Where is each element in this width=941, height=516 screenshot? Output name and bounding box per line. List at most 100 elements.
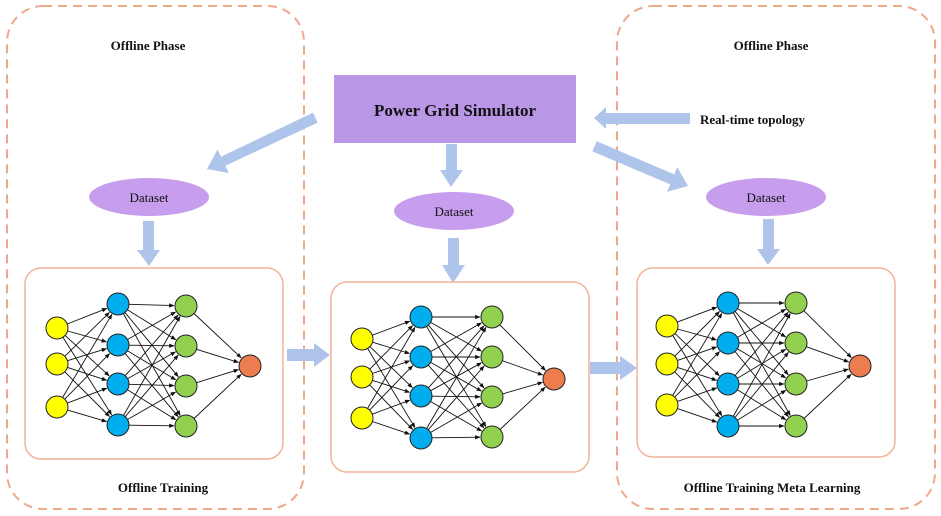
network-connection — [372, 360, 411, 374]
network-connection — [124, 312, 179, 378]
hidden2-node — [480, 425, 504, 449]
network-connection — [124, 314, 179, 376]
network-connection — [128, 303, 175, 308]
network-connection — [128, 423, 175, 428]
hidden2-node — [480, 385, 504, 409]
network-edges — [367, 314, 546, 440]
network-connection — [127, 351, 176, 379]
network-connection — [672, 335, 723, 417]
center-neural-network — [350, 305, 566, 450]
network-connection — [123, 313, 181, 416]
real-time-topology-label: Real-time topology — [700, 112, 806, 127]
right-dataset-label: Dataset — [747, 190, 786, 205]
network-connection — [428, 325, 485, 389]
hidden2-node — [174, 334, 198, 358]
input-node — [45, 395, 69, 419]
network-connection — [677, 346, 718, 361]
network-connection — [674, 311, 720, 357]
left-dataset-label: Dataset — [130, 190, 169, 205]
input-node — [350, 406, 374, 430]
left-phase-title: Offline Phase — [111, 38, 186, 53]
hidden2-node — [174, 374, 198, 398]
input-node — [350, 327, 374, 351]
network-connection — [737, 389, 787, 421]
network-connection — [127, 309, 177, 341]
network-connection — [128, 383, 175, 388]
network-connection — [803, 310, 852, 358]
arrow-left-panel-to-center-panel — [287, 343, 330, 367]
network-connection — [196, 348, 240, 364]
network-connection — [734, 311, 789, 376]
network-connection — [67, 347, 108, 362]
hidden1-node — [716, 291, 740, 315]
input-node — [350, 365, 374, 389]
network-edges — [672, 300, 852, 429]
hidden1-node — [716, 372, 740, 396]
network-connection — [372, 399, 411, 415]
input-node — [45, 316, 69, 340]
network-connection — [372, 320, 411, 336]
network-connection — [806, 346, 850, 363]
network-edges — [62, 303, 242, 428]
input-node — [655, 393, 679, 417]
input-node — [655, 314, 679, 338]
network-connection — [67, 366, 108, 381]
network-connection — [193, 313, 242, 359]
network-connection — [803, 373, 852, 419]
network-connection — [67, 330, 107, 343]
hidden1-node — [106, 333, 130, 357]
arrow-simulator-to-left-dataset — [207, 112, 318, 174]
output-node — [848, 354, 872, 378]
network-connection — [672, 312, 723, 396]
network-connection — [67, 307, 108, 325]
network-connection — [124, 354, 179, 417]
hidden1-node — [716, 331, 740, 355]
network-connection — [502, 381, 544, 395]
left-phase-footer: Offline Training — [118, 480, 209, 495]
hidden1-node — [409, 345, 433, 369]
left-phase-container — [6, 5, 305, 510]
network-connection — [677, 408, 718, 423]
right-neural-network — [655, 291, 872, 438]
network-connection — [431, 394, 481, 399]
input-node — [45, 352, 69, 376]
network-connection — [499, 324, 546, 371]
output-node — [542, 367, 566, 391]
center-dataset-label: Dataset — [435, 204, 474, 219]
network-connection — [430, 322, 482, 352]
network-connection — [734, 351, 789, 418]
hidden1-node — [106, 292, 130, 316]
hidden1-node — [106, 413, 130, 437]
right-network-panel — [636, 267, 896, 458]
network-connection — [677, 306, 718, 323]
network-connection — [430, 401, 483, 432]
hidden2-node — [480, 345, 504, 369]
right-phase-title: Offline Phase — [734, 38, 809, 53]
network-connection — [67, 387, 108, 404]
network-connection — [67, 409, 108, 423]
arrow-simulator-to-center-dataset — [440, 144, 463, 187]
hidden2-node — [784, 414, 808, 438]
network-connection — [732, 313, 791, 417]
network-connection — [369, 365, 414, 411]
network-connection — [372, 421, 411, 435]
hidden2-node — [174, 414, 198, 438]
network-connection — [369, 325, 413, 370]
arrow-right-dataset-to-panel — [757, 219, 780, 265]
arrow-center-dataset-to-panel — [442, 238, 465, 283]
arrow-center-panel-to-right-panel — [590, 356, 637, 380]
network-connection — [806, 368, 849, 382]
network-connection — [62, 313, 113, 398]
power-grid-simulator-box — [334, 75, 576, 143]
center-network-panel — [330, 281, 590, 473]
network-connection — [431, 435, 481, 440]
network-connection — [127, 391, 177, 420]
network-connection — [737, 308, 787, 338]
network-connection — [430, 402, 483, 433]
network-connection — [196, 368, 240, 384]
network-connection — [367, 326, 416, 409]
hidden1-node — [716, 414, 740, 438]
right-phase-container — [616, 5, 936, 510]
network-connection — [430, 362, 482, 392]
